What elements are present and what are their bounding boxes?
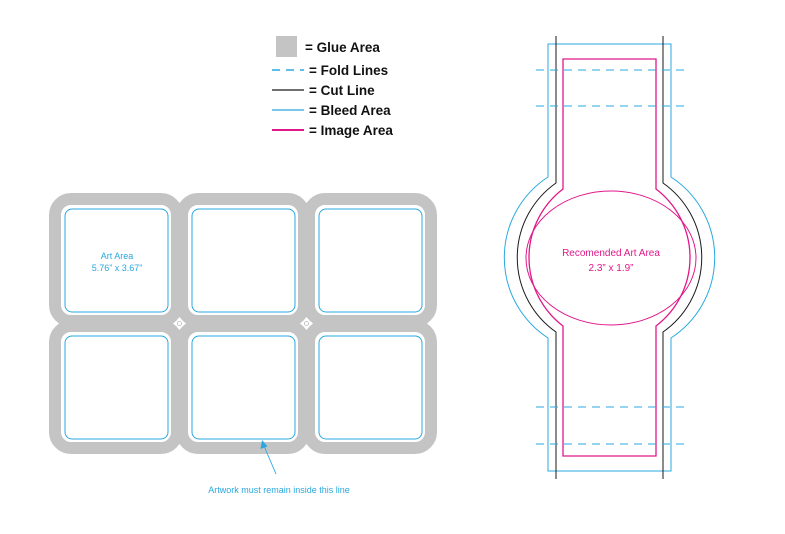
art-area-1: [64, 208, 169, 313]
art-area-2: [191, 208, 296, 313]
art-area-3: [318, 208, 423, 313]
art-area-6: [318, 335, 423, 440]
glue-frame-6: [303, 320, 437, 454]
callout-arrowhead: [260, 440, 268, 449]
legend: = Glue Area = Fold Lines = Cut Line = Bl…: [272, 36, 393, 138]
art-area-5: [191, 335, 296, 440]
art-area-size: 5.76” x 3.67”: [92, 263, 143, 273]
cut-line: [516, 36, 703, 479]
recommended-art-size: 2.3” x 1.9”: [588, 263, 633, 274]
junction-dot-2: [304, 321, 309, 326]
art-area-4: [64, 335, 169, 440]
art-area-title: Art Area: [101, 251, 134, 261]
wrap-label-template: Recomended Art Area 2.3” x 1.9”: [503, 36, 716, 479]
legend-image-label: = Image Area: [309, 123, 393, 138]
callout-arrow-line: [263, 445, 277, 475]
bleed-outline: [503, 43, 716, 472]
legend-cut-label: = Cut Line: [309, 83, 375, 98]
legend-glue-label: = Glue Area: [305, 40, 380, 55]
junction-dot-1: [177, 321, 182, 326]
glue-area-swatch: [276, 36, 297, 57]
glue-frame-2: [176, 193, 310, 327]
glue-frame-5: [176, 320, 310, 454]
callout-text: Artwork must remain inside this line: [208, 485, 350, 495]
recommended-art-title: Recomended Art Area: [562, 248, 660, 259]
recommended-art-ellipse: [525, 190, 697, 326]
legend-bleed-label: = Bleed Area: [309, 103, 391, 118]
glue-frame-3: [303, 193, 437, 327]
glue-frame-4: [49, 320, 183, 454]
six-panel-template: Art Area 5.76” x 3.67” Artwork must rema…: [49, 193, 437, 495]
legend-fold-label: = Fold Lines: [309, 63, 388, 78]
